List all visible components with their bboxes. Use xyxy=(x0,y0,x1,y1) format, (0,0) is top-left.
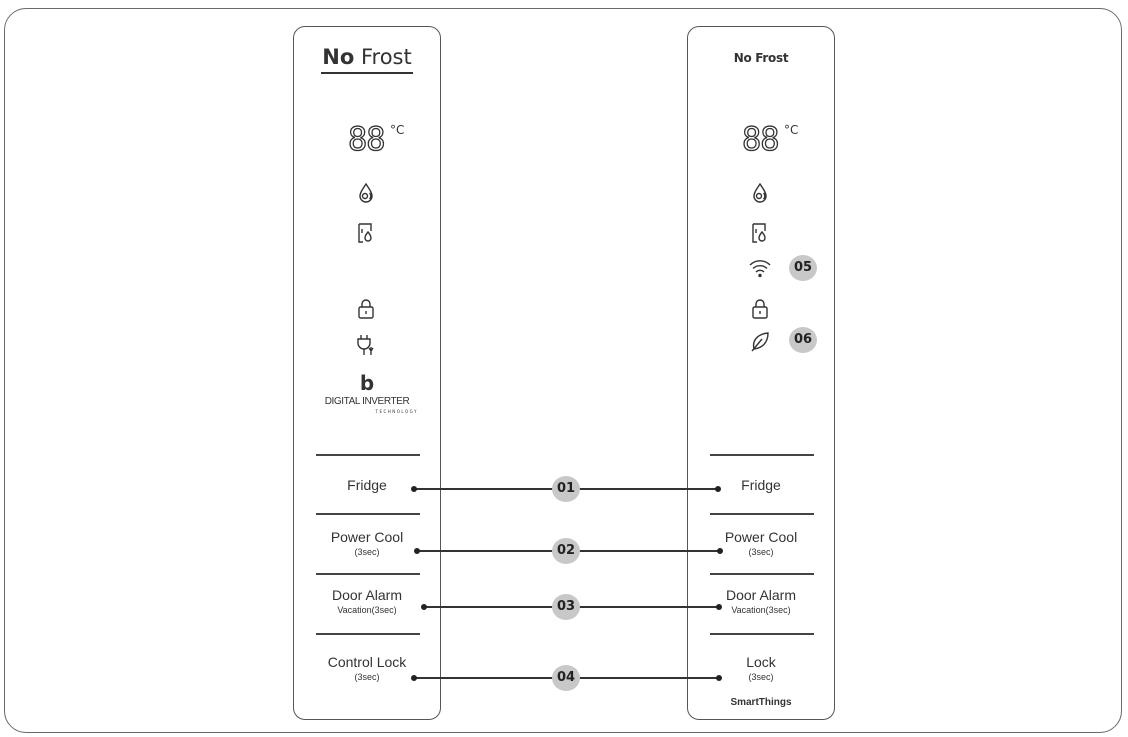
button-sublabel: (3sec) xyxy=(748,547,774,557)
button-label: Door Alarm xyxy=(725,587,797,603)
brand-no: No xyxy=(322,45,355,69)
lock-icon xyxy=(354,297,378,321)
button-label: Fridge xyxy=(741,477,781,493)
button-sublabel: Vacation(3sec) xyxy=(731,605,791,615)
callout-badge-06: 06 xyxy=(789,327,817,353)
control-lock-button-left[interactable]: Control Lock (3sec) xyxy=(294,654,440,683)
plug-icon xyxy=(354,333,378,357)
separator xyxy=(710,513,814,515)
lock-button-right[interactable]: Lock (3sec) xyxy=(688,654,834,683)
callout-badge-02: 02 xyxy=(552,538,580,564)
fridge-button-right[interactable]: Fridge xyxy=(688,477,834,494)
control-panel-left: No Frost 88 °C xyxy=(293,26,441,720)
connector-dot xyxy=(411,486,417,492)
power-cool-button-left[interactable]: Power Cool (3sec) xyxy=(294,529,440,558)
door-alarm-button-right[interactable]: Door Alarm Vacation(3sec) xyxy=(688,587,834,616)
temperature-unit-left: °C xyxy=(390,123,405,137)
button-label: Lock xyxy=(746,654,776,670)
door-icon xyxy=(748,221,772,245)
callout-badge-01: 01 xyxy=(552,476,580,502)
separator xyxy=(710,633,814,635)
door-icon xyxy=(354,221,378,245)
inverter-subtext: TECHNOLOGY xyxy=(375,409,418,414)
power-cool-button-right[interactable]: Power Cool (3sec) xyxy=(688,529,834,558)
door-alarm-button-left[interactable]: Door Alarm Vacation(3sec) xyxy=(294,587,440,616)
button-sublabel: Vacation(3sec) xyxy=(337,605,397,615)
button-sublabel: (3sec) xyxy=(748,672,774,682)
connector-dot xyxy=(411,675,417,681)
button-sublabel: (3sec) xyxy=(354,672,380,682)
connector-dot xyxy=(716,675,722,681)
button-label: Power Cool xyxy=(330,529,404,545)
digital-inverter-logo: b DIGITAL INVERTER TECHNOLOGY xyxy=(294,373,440,414)
button-label: Control Lock xyxy=(327,654,407,670)
separator xyxy=(316,573,420,575)
separator xyxy=(316,633,420,635)
separator xyxy=(710,454,814,456)
temperature-display-left: 88 xyxy=(347,119,386,158)
button-label: Fridge xyxy=(347,477,387,493)
inverter-logo-mark: b xyxy=(359,371,375,395)
connector-dot xyxy=(421,604,427,610)
no-frost-logo-right: No Frost xyxy=(733,51,789,65)
smartthings-label: SmartThings xyxy=(730,697,792,708)
button-label: Power Cool xyxy=(724,529,798,545)
water-filter-icon xyxy=(748,181,772,205)
button-sublabel: (3sec) xyxy=(354,547,380,557)
separator xyxy=(316,513,420,515)
connector-dot xyxy=(715,486,721,492)
control-panel-right: No Frost 88 °C xyxy=(687,26,835,720)
connector-dot xyxy=(414,548,420,554)
no-frost-logo-left: No Frost xyxy=(294,45,440,74)
diagram-frame xyxy=(4,8,1122,733)
button-label: Door Alarm xyxy=(331,587,403,603)
fridge-button-left[interactable]: Fridge xyxy=(294,477,440,494)
separator xyxy=(710,573,814,575)
inverter-text: DIGITAL INVERTER xyxy=(324,396,410,407)
wifi-icon xyxy=(748,256,772,280)
callout-badge-04: 04 xyxy=(552,665,580,691)
lock-icon xyxy=(748,297,772,321)
callout-badge-03: 03 xyxy=(552,594,580,620)
callout-badge-05: 05 xyxy=(789,255,817,281)
temperature-unit-right: °C xyxy=(784,123,799,137)
connector-dot xyxy=(717,548,723,554)
brand-frost: Frost xyxy=(360,45,412,69)
temperature-display-right: 88 xyxy=(741,119,780,158)
water-filter-icon xyxy=(354,181,378,205)
connector-dot xyxy=(716,604,722,610)
separator xyxy=(316,454,420,456)
brand-underline xyxy=(321,72,413,74)
leaf-icon xyxy=(748,329,772,353)
